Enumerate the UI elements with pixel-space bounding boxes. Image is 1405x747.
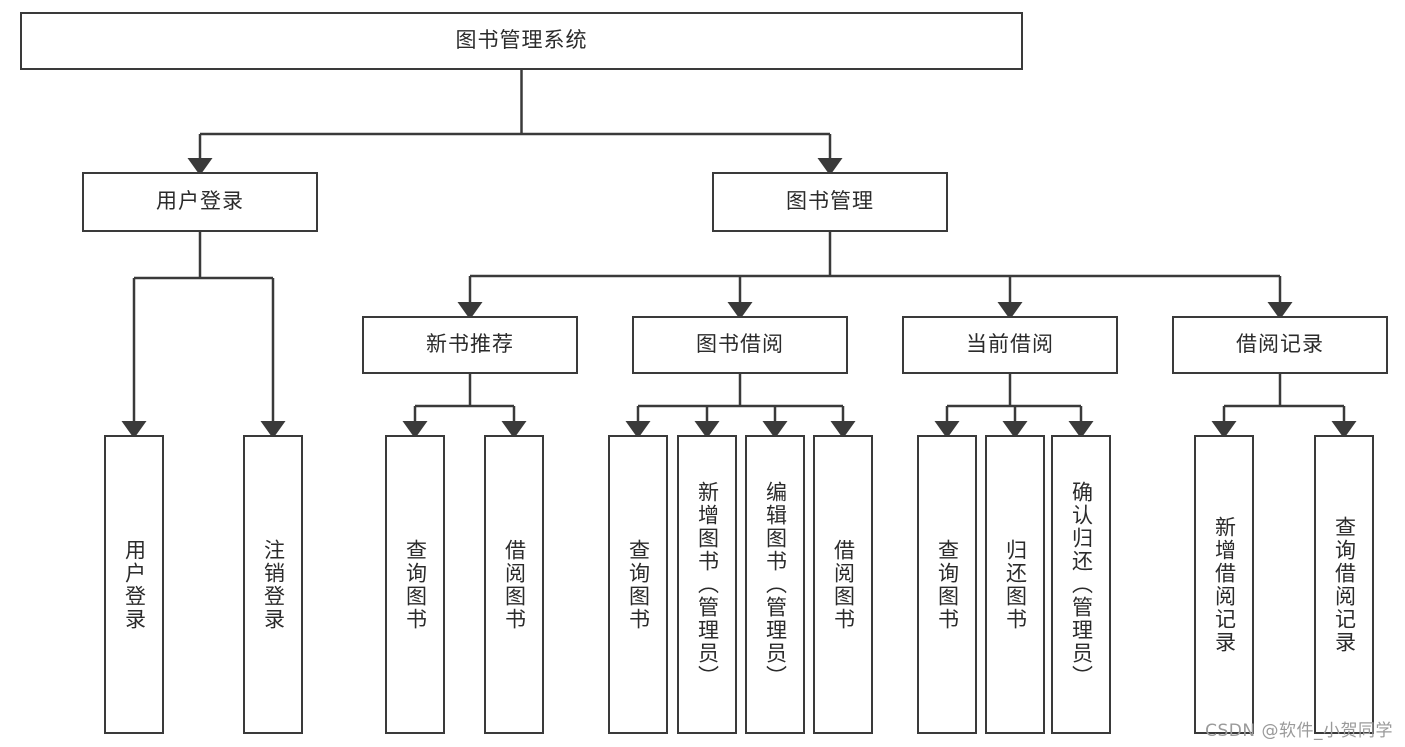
node-leaf-logout[interactable]: 注销登录	[243, 435, 303, 734]
node-leaf-query-book-3-label: 查询图书	[935, 538, 960, 631]
node-leaf-query-book-2[interactable]: 查询图书	[608, 435, 668, 734]
node-book-borrow-label: 图书借阅	[696, 332, 784, 357]
node-leaf-edit-book[interactable]: 编辑图书（管理员）	[745, 435, 805, 734]
node-book-manage[interactable]: 图书管理	[712, 172, 948, 232]
node-current-borrow-label: 当前借阅	[966, 332, 1054, 357]
node-leaf-query-book-2-label: 查询图书	[626, 538, 651, 631]
node-user-login-label: 用户登录	[156, 189, 244, 214]
node-leaf-add-book[interactable]: 新增图书（管理员）	[677, 435, 737, 734]
watermark-text: CSDN @软件_小贺同学	[1205, 721, 1393, 741]
node-borrow-record-label: 借阅记录	[1236, 332, 1324, 357]
node-book-borrow[interactable]: 图书借阅	[632, 316, 848, 374]
node-root[interactable]: 图书管理系统	[20, 12, 1023, 70]
node-leaf-add-record-label: 新增借阅记录	[1212, 515, 1237, 654]
node-root-label: 图书管理系统	[455, 28, 588, 53]
node-leaf-borrow-book-2[interactable]: 借阅图书	[813, 435, 873, 734]
node-borrow-record[interactable]: 借阅记录	[1172, 316, 1388, 374]
node-leaf-query-book-1[interactable]: 查询图书	[385, 435, 445, 734]
node-leaf-query-book-3[interactable]: 查询图书	[917, 435, 977, 734]
node-book-manage-label: 图书管理	[786, 189, 874, 214]
node-current-borrow[interactable]: 当前借阅	[902, 316, 1118, 374]
node-leaf-confirm-return[interactable]: 确认归还（管理员）	[1051, 435, 1111, 734]
node-leaf-borrow-book-2-label: 借阅图书	[831, 538, 856, 631]
node-leaf-query-record-label: 查询借阅记录	[1332, 515, 1357, 654]
node-new-book-rec[interactable]: 新书推荐	[362, 316, 578, 374]
node-leaf-logout-label: 注销登录	[261, 538, 286, 631]
node-new-book-rec-label: 新书推荐	[426, 332, 514, 357]
node-leaf-add-record[interactable]: 新增借阅记录	[1194, 435, 1254, 734]
node-leaf-return-book-label: 归还图书	[1003, 538, 1028, 631]
node-leaf-borrow-book-1-label: 借阅图书	[502, 538, 527, 631]
node-leaf-edit-book-label: 编辑图书（管理员）	[763, 481, 788, 688]
node-user-login[interactable]: 用户登录	[82, 172, 318, 232]
node-leaf-borrow-book-1[interactable]: 借阅图书	[484, 435, 544, 734]
node-leaf-query-record[interactable]: 查询借阅记录	[1314, 435, 1374, 734]
node-leaf-user-login-label: 用户登录	[122, 538, 147, 631]
node-leaf-return-book[interactable]: 归还图书	[985, 435, 1045, 734]
node-leaf-user-login[interactable]: 用户登录	[104, 435, 164, 734]
node-leaf-confirm-return-label: 确认归还（管理员）	[1069, 481, 1094, 688]
node-leaf-add-book-label: 新增图书（管理员）	[695, 481, 720, 688]
node-leaf-query-book-1-label: 查询图书	[403, 538, 428, 631]
